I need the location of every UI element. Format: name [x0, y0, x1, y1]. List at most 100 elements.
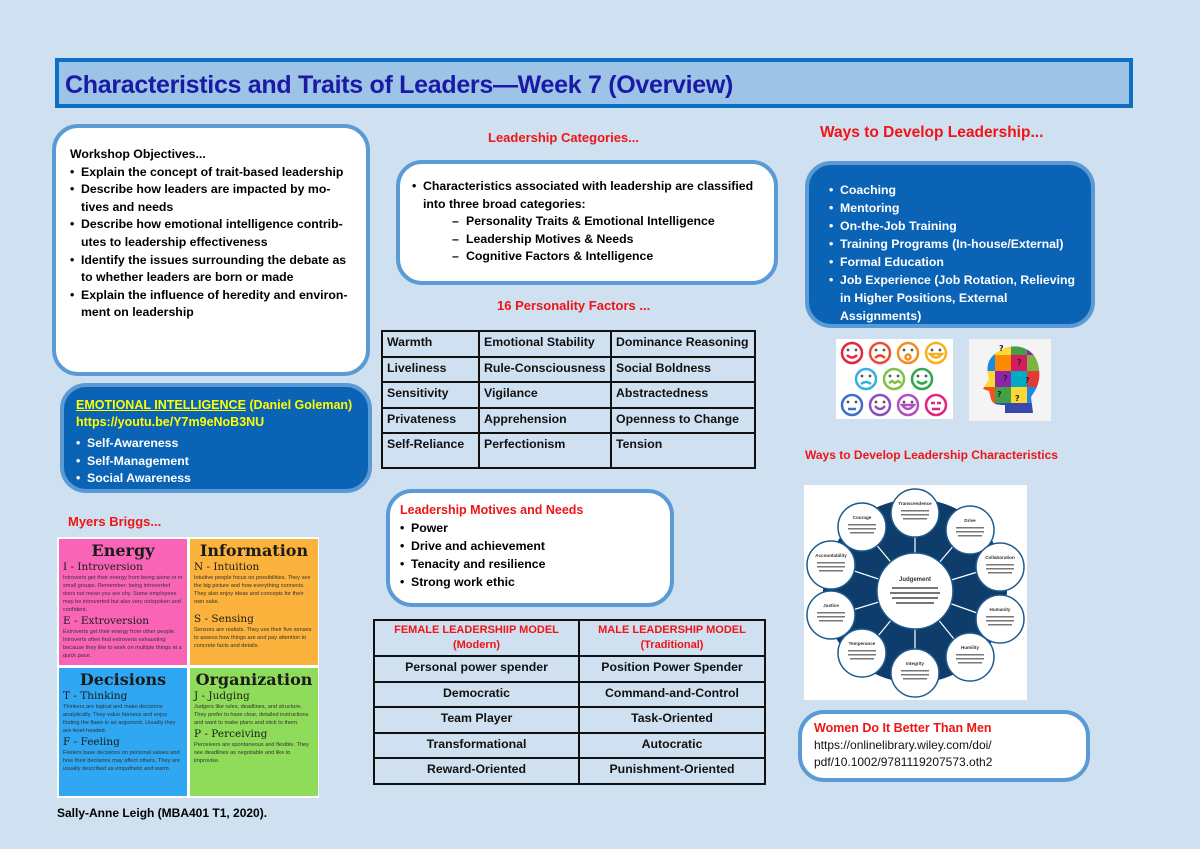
list-item: Job Experience (Job Rotation, Relieving … — [829, 271, 1081, 325]
table-cell: Sensitivity — [381, 381, 480, 409]
list-item: Explain the influence of heredity and en… — [70, 287, 352, 322]
mb-type-desc: Feelers base decisions on personal value… — [63, 750, 181, 772]
ei-video-link[interactable]: https://youtu.be/Y7m9eNoB3NU — [76, 415, 265, 429]
motives-list: Power Drive and achievement Tenacity and… — [400, 519, 658, 591]
list-item: Cognitive Factors & Intelligence — [452, 248, 762, 266]
table-row: Liveliness Rule-Consciousness Social Bol… — [381, 355, 756, 383]
ways-develop-heading: Ways to Develop Leadership... — [820, 124, 1044, 141]
leadership-character-wheel: Judgement Transcendence Drive Collaborat… — [804, 485, 1027, 700]
table-cell: Emotional Stability — [478, 330, 612, 358]
mb-type-name: P - Perceiving — [194, 728, 268, 740]
list-item: Self-Awareness — [76, 435, 358, 453]
mb-energy-quadrant: Energy I - Introversion Introverts get t… — [59, 539, 187, 665]
list-item: Describe how emotional intelligence cont… — [70, 216, 352, 251]
ways-develop-box: Coaching Mentoring On-the-Job Training T… — [805, 161, 1095, 328]
svg-text:Drive: Drive — [964, 518, 976, 523]
categories-intro: Characteristics associated with leadersh… — [412, 178, 762, 213]
table-row: Democratic Command-and-Control — [373, 680, 766, 708]
mb-type-name: S - Sensing — [194, 613, 254, 625]
table-cell: Warmth — [381, 330, 480, 358]
mb-type-name: E - Extroversion — [63, 615, 150, 627]
colorful-head-image: ??? ??? — [969, 339, 1051, 421]
svg-text:?: ? — [1003, 374, 1008, 383]
smiley-faces-icon — [840, 341, 948, 417]
header-line: FEMALE LEADERSHIIP MODEL — [394, 624, 559, 636]
list-item: Explain the concept of trait-based leade… — [70, 164, 352, 182]
svg-text:Humility: Humility — [961, 645, 980, 650]
list-item: Leadership Motives & Needs — [452, 231, 762, 249]
myers-briggs-heading: Myers Briggs... — [68, 514, 162, 529]
list-item: Tenacity and resilience — [400, 555, 658, 573]
myers-briggs-chart: Energy I - Introversion Introverts get t… — [57, 537, 319, 798]
mb-type-name: F - Feeling — [63, 736, 120, 748]
list-item: Identify the issues surrounding the deba… — [70, 252, 352, 287]
wheel-center-label: Judgement — [899, 577, 931, 583]
categories-list: Characteristics associated with leadersh… — [412, 178, 762, 213]
workshop-heading: Workshop Objectives... — [70, 147, 206, 161]
svg-text:Integrity: Integrity — [906, 661, 925, 666]
table-cell: Tension — [610, 432, 756, 469]
list-item: On-the-Job Training — [829, 217, 1081, 235]
mb-type-desc: Introverts get their energy from being a… — [63, 575, 183, 613]
list-item: Describe how leaders are impacted by mo-… — [70, 181, 352, 216]
table-cell: Autocratic — [578, 731, 766, 759]
header-line: (Modern) — [452, 639, 501, 651]
table-row: Warmth Emotional Stability Dominance Rea… — [381, 330, 756, 358]
list-item: Formal Education — [829, 253, 1081, 271]
mb-type-desc: Intuitive people focus on possibilities.… — [194, 575, 311, 605]
mb-type-name: T - Thinking — [63, 690, 128, 702]
table-row: Self-Reliance Perfectionism Tension — [381, 432, 756, 469]
title-banner: Characteristics and Traits of Leaders—We… — [55, 58, 1133, 108]
table-cell: Transformational — [373, 731, 580, 759]
mb-quadrant-title: Organization — [195, 670, 313, 689]
svg-text:Justice: Justice — [823, 603, 839, 608]
mb-type-name: N - Intuition — [194, 561, 260, 573]
character-wheel-diagram: Judgement Transcendence Drive Collaborat… — [806, 488, 1025, 698]
table-cell: Command-and-Control — [578, 680, 766, 708]
mb-quadrant-title: Information — [199, 541, 309, 560]
svg-text:Humanity: Humanity — [990, 607, 1011, 612]
mb-decisions-quadrant: Decisions T - Thinking Thinkers are logi… — [59, 668, 187, 796]
table-cell: Dominance Reasoning — [610, 330, 756, 358]
motives-heading: Leadership Motives and Needs — [400, 503, 584, 517]
develop-characteristics-heading: Ways to Develop Leadership Characteristi… — [805, 448, 1058, 462]
mb-type-desc: Extroverts get their energy from other p… — [63, 629, 182, 659]
table-row: Privateness Apprehension Openness to Cha… — [381, 406, 756, 434]
categories-sublist: Personality Traits & Emotional Intellige… — [412, 213, 762, 266]
list-item: Self-Management — [76, 453, 358, 471]
mb-type-desc: Judgers like rules, deadlines, and struc… — [194, 704, 309, 726]
ways-develop-list: Coaching Mentoring On-the-Job Training T… — [829, 181, 1081, 325]
table-cell: Position Power Spender — [578, 655, 766, 683]
table-cell: Task-Oriented — [578, 706, 766, 734]
wiley-link-line1[interactable]: https://onlinelibrary.wiley.com/doi/ — [814, 738, 992, 752]
page-title: Characteristics and Traits of Leaders—We… — [65, 71, 734, 99]
emotional-intelligence-box: EMOTIONAL INTELLIGENCE (Daniel Goleman) … — [60, 383, 372, 493]
mb-quadrant-title: Decisions — [79, 670, 167, 689]
leadership-motives-box: Leadership Motives and Needs Power Drive… — [386, 489, 674, 607]
svg-text:?: ? — [1025, 376, 1030, 385]
list-item: Training Programs (In-house/External) — [829, 235, 1081, 253]
ei-author: (Daniel Goleman) — [245, 398, 353, 412]
list-item: Social Awareness — [76, 470, 358, 488]
list-item: Personality Traits & Emotional Intellige… — [452, 213, 762, 231]
table-cell: Punishment-Oriented — [578, 757, 766, 785]
table-cell: Rule-Consciousness — [478, 355, 612, 383]
emotion-faces-image — [836, 339, 953, 419]
mb-type-name: J - Judging — [194, 690, 250, 702]
male-model-header: MALE LEADERSHIP MODEL (Traditional) — [578, 619, 766, 657]
table-cell: Self-Reliance — [381, 432, 480, 469]
header-line: MALE LEADERSHIP MODEL — [598, 624, 746, 636]
table-row: Reward-Oriented Punishment-Oriented — [373, 757, 766, 785]
svg-text:Collaboration: Collaboration — [985, 555, 1015, 560]
svg-text:Transcendence: Transcendence — [898, 501, 932, 506]
personality-factors-heading: 16 Personality Factors ... — [497, 298, 651, 313]
leadership-categories-box: Characteristics associated with leadersh… — [396, 160, 778, 285]
wiley-link-line2[interactable]: pdf/10.1002/9781119207573.oth2 — [814, 755, 993, 769]
leadership-categories-heading: Leadership Categories... — [488, 130, 639, 145]
table-header-row: FEMALE LEADERSHIIP MODEL (Modern) MALE L… — [373, 619, 766, 657]
mb-type-desc: Perceivers are spontaneous and flexible.… — [194, 742, 309, 764]
table-row: Transformational Autocratic — [373, 731, 766, 759]
header-line: (Traditional) — [640, 639, 704, 651]
table-cell: Reward-Oriented — [373, 757, 580, 785]
list-item: Mentoring — [829, 199, 1081, 217]
